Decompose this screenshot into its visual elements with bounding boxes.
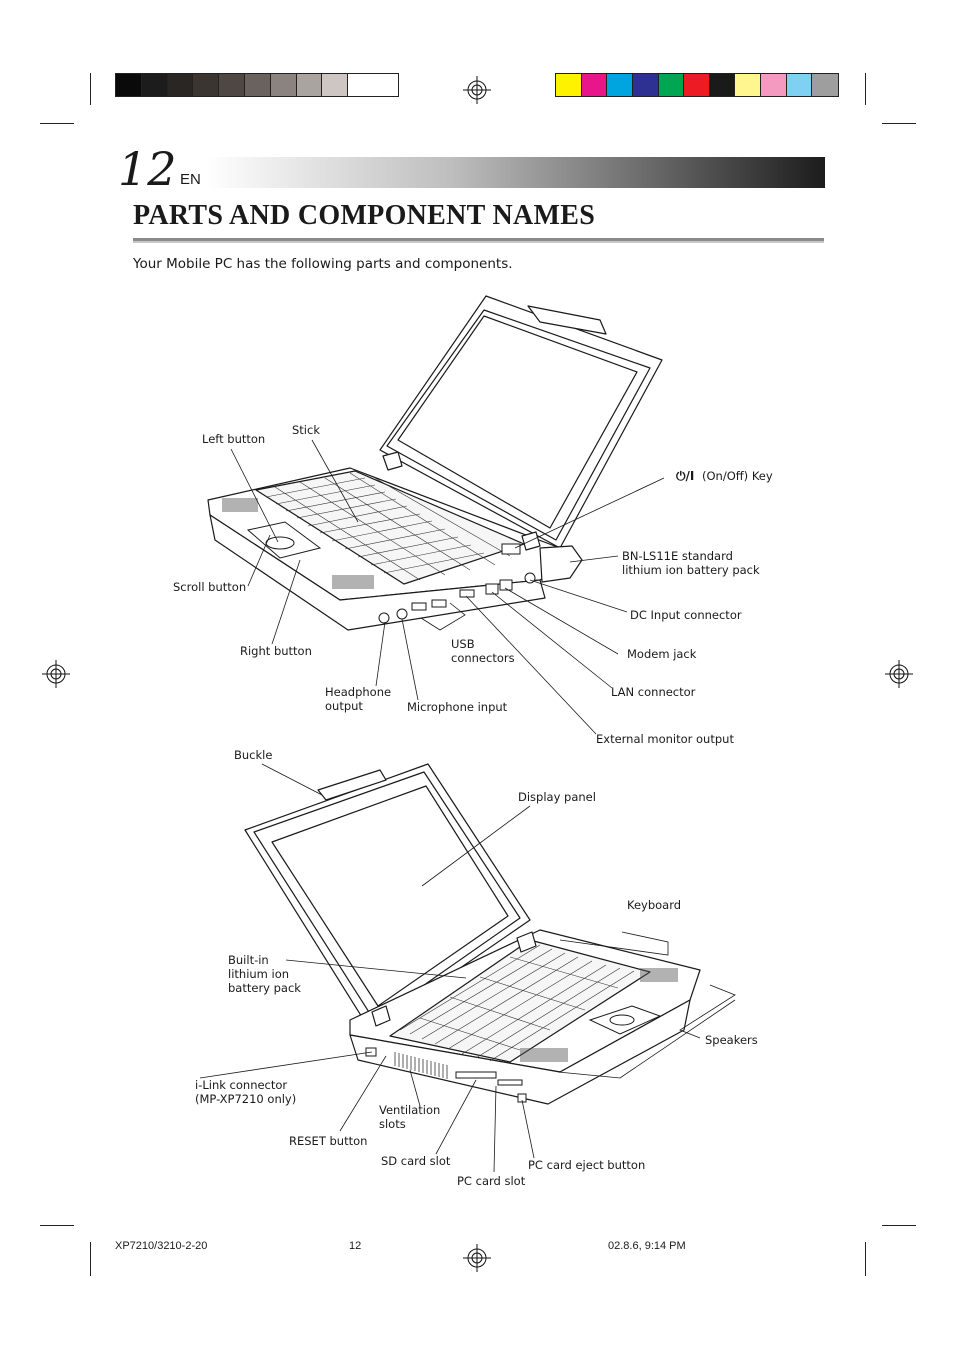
label-left-button: Left button [202,432,266,446]
calibration-swatch [244,74,271,96]
title-rule [133,238,824,243]
label-external-monitor: External monitor output [596,732,734,746]
label-microphone: Microphone input [407,700,508,714]
label-sd-slot: SD card slot [381,1154,451,1168]
label-right-button: Right button [240,644,312,658]
crop-mark [90,1242,91,1276]
calibration-swatch [348,74,374,96]
calibration-swatch [322,74,349,96]
page-title: PARTS AND COMPONENT NAMES [133,200,596,231]
grayscale-calibration-bar [115,73,399,97]
calibration-swatch [761,74,787,96]
calibration-swatch [116,74,142,96]
label-lan: LAN connector [611,685,696,699]
label-builtin-battery: Built-in lithium ion battery pack [228,953,301,995]
label-modem: Modem jack [627,647,697,661]
label-display-panel: Display panel [518,790,596,804]
label-on-off-key: (On/Off) Key [702,469,773,483]
crop-mark [90,73,91,105]
calibration-swatch [219,74,245,96]
label-keyboard: Keyboard [627,898,682,912]
calibration-swatch [167,74,194,96]
color-calibration-bar [555,73,839,97]
footer-timestamp: 02.8.6, 9:14 PM [608,1240,686,1252]
crop-mark [40,123,74,124]
calibration-swatch [607,74,633,96]
label-dc-input: DC Input connector [630,608,742,622]
label-scroll-button: Scroll button [173,580,247,594]
footer-page-number: 12 [349,1240,362,1252]
calibration-swatch [786,74,813,96]
calibration-swatch [709,74,736,96]
power-icon: ⏻/I [676,469,695,483]
label-usb: USB connectors [451,637,515,665]
crop-mark [882,123,916,124]
calibration-swatch [193,74,220,96]
label-pc-card-slot: PC card slot [457,1174,526,1188]
crop-mark [865,73,866,105]
calibration-swatch [556,74,582,96]
label-battery-pack: BN-LS11E standard lithium ion battery pa… [622,549,760,577]
calibration-swatch [632,74,659,96]
calibration-swatch [812,74,839,96]
header-gradient-bar [206,157,825,188]
label-ventilation: Ventilation slots [379,1103,441,1131]
label-ilink: i-Link connector (MP-XP7210 only) [195,1078,297,1106]
crop-mark [882,1225,916,1226]
label-buckle: Buckle [234,748,273,762]
page-number: 12 [118,142,177,196]
label-pc-card-eject: PC card eject button [528,1158,646,1172]
crop-mark [865,1242,866,1276]
calibration-swatch [270,74,297,96]
label-headphone: Headphone output [325,685,392,713]
calibration-swatch [658,74,685,96]
label-speakers: Speakers [705,1033,758,1047]
calibration-swatch [581,74,608,96]
label-reset: RESET button [289,1134,368,1148]
crop-mark [40,1225,74,1226]
label-stick: Stick [292,423,320,437]
calibration-swatch [684,74,710,96]
calibration-swatch [735,74,762,96]
calibration-swatch [141,74,168,96]
calibration-swatch [296,74,323,96]
language-code: EN [180,171,201,188]
intro-text: Your Mobile PC has the following parts a… [133,256,513,272]
footer-file-id: XP7210/3210-2-20 [115,1240,208,1252]
